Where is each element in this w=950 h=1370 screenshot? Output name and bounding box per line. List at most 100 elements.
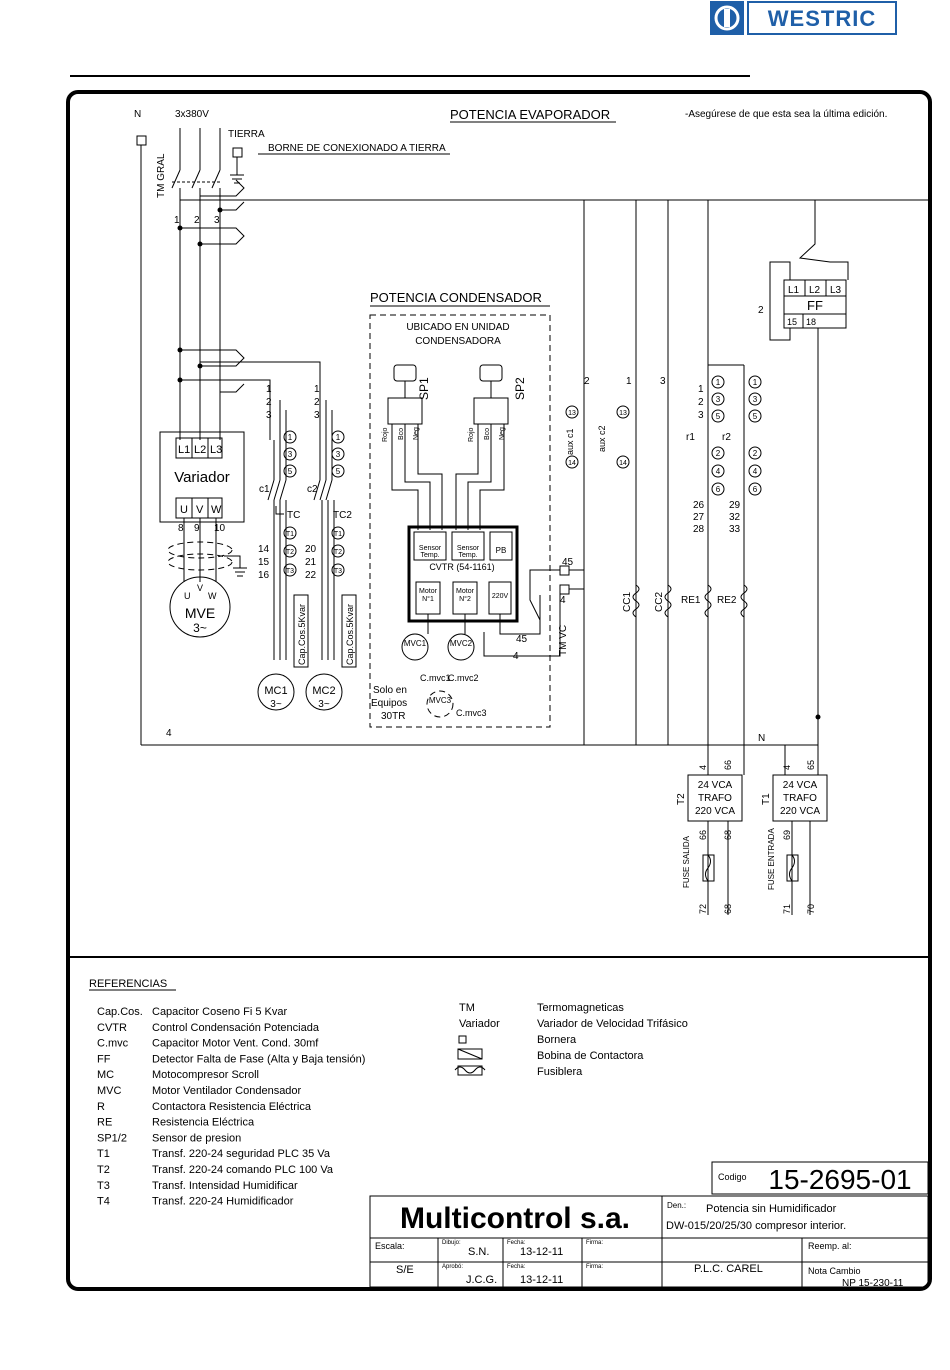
reference-value: Motor Ventilador Condensador — [152, 1085, 302, 1097]
reference-key: Variador — [459, 1018, 500, 1030]
reference-value: Detector Falta de Fase (Alta y Baja tens… — [152, 1053, 365, 1065]
svg-text:Equipos: Equipos — [371, 698, 407, 709]
reference-value: Capacitor Motor Vent. Cond. 30mf — [152, 1038, 319, 1050]
svg-text:Fecha:: Fecha: — [507, 1264, 526, 1270]
svg-text:4: 4 — [753, 467, 758, 476]
cap-2 — [341, 594, 357, 668]
svg-text:L2: L2 — [809, 285, 821, 296]
svg-text:Motor: Motor — [456, 588, 475, 595]
svg-text:TRAFO: TRAFO — [783, 793, 817, 804]
svg-text:CONDENSADORA: CONDENSADORA — [415, 336, 501, 347]
svg-text:1: 1 — [266, 384, 272, 395]
svg-text:TM VC: TM VC — [558, 625, 569, 656]
reference-value: Transf. 220-24 Humidificador — [152, 1196, 294, 1208]
svg-text:Bco: Bco — [398, 428, 405, 440]
svg-text:CC1: CC1 — [622, 592, 633, 612]
svg-text:4: 4 — [782, 765, 792, 770]
svg-text:2: 2 — [266, 397, 272, 408]
svg-text:14: 14 — [568, 460, 576, 467]
svg-text:L1: L1 — [178, 444, 190, 456]
svg-text:4: 4 — [560, 595, 566, 606]
svg-text:Neg: Neg — [499, 427, 506, 440]
svg-text:CC2: CC2 — [654, 592, 665, 612]
svg-text:13-12-11: 13-12-11 — [520, 1274, 563, 1286]
svg-text:1: 1 — [716, 378, 721, 387]
svg-text:N°2: N°2 — [459, 595, 471, 603]
svg-text:2: 2 — [194, 215, 200, 226]
svg-text:3: 3 — [214, 215, 220, 226]
svg-text:MVC1: MVC1 — [404, 639, 427, 648]
svg-text:9: 9 — [194, 523, 200, 534]
svg-text:2: 2 — [314, 397, 320, 408]
cap-1 — [293, 594, 309, 668]
svg-text:L3: L3 — [210, 444, 222, 456]
svg-text:C.mvc2: C.mvc2 — [448, 673, 479, 683]
earth-label: TIERRA — [228, 129, 265, 140]
svg-text:69: 69 — [782, 830, 792, 840]
svg-text:3: 3 — [288, 450, 293, 459]
svg-text:TRAFO: TRAFO — [698, 793, 732, 804]
condenser-title: POTENCIA CONDENSADOR — [370, 290, 542, 305]
svg-text:4: 4 — [716, 467, 721, 476]
reference-value: Bobina de Contactora — [537, 1050, 644, 1062]
reference-key: T2 — [97, 1164, 110, 1176]
svg-text:33: 33 — [729, 524, 741, 535]
breaker-label: TM GRAL — [156, 153, 167, 198]
svg-text:P.L.C. CAREL: P.L.C. CAREL — [694, 1263, 763, 1275]
svg-text:65: 65 — [806, 760, 816, 770]
svg-text:2: 2 — [698, 397, 704, 408]
reference-value: Motocompresor Scroll — [152, 1069, 259, 1081]
reference-value: Variador de Velocidad Trifásico — [537, 1018, 688, 1030]
reference-key: SP1/2 — [97, 1132, 127, 1144]
svg-text:r1: r1 — [686, 432, 695, 443]
svg-text:5: 5 — [753, 412, 758, 421]
svg-text:68: 68 — [723, 904, 733, 914]
svg-text:TC: TC — [287, 510, 300, 521]
svg-text:14: 14 — [258, 544, 270, 555]
svg-text:c2: c2 — [307, 484, 318, 495]
svg-text:45: 45 — [562, 557, 574, 568]
svg-text:3~: 3~ — [193, 621, 207, 635]
svg-text:Dibujo:: Dibujo: — [442, 1240, 461, 1246]
earth-terminal-label: BORNE DE CONEXIONADO A TIERRA — [268, 143, 446, 154]
svg-text:CVTR (54-1161): CVTR (54-1161) — [429, 562, 494, 572]
svg-text:6: 6 — [716, 485, 721, 494]
svg-text:Reemp. al:: Reemp. al: — [808, 1241, 852, 1251]
svg-text:32: 32 — [729, 512, 741, 523]
svg-text:24 VCA: 24 VCA — [698, 780, 733, 791]
svg-text:L2: L2 — [194, 444, 206, 456]
svg-text:Den.:: Den.: — [667, 1201, 686, 1210]
svg-text:Escala:: Escala: — [375, 1241, 405, 1251]
svg-text:220V: 220V — [492, 593, 509, 600]
svg-text:T2: T2 — [286, 549, 294, 556]
mc1-motor — [257, 673, 295, 711]
svg-text:22: 22 — [305, 570, 317, 581]
svg-text:66: 66 — [723, 760, 733, 770]
svg-text:Temp.: Temp. — [420, 552, 439, 559]
reference-key: CVTR — [97, 1022, 127, 1034]
svg-text:3: 3 — [660, 376, 666, 387]
edition-note: -Asegúrese de que esta sea la última edi… — [685, 109, 887, 120]
svg-text:5: 5 — [336, 467, 341, 476]
svg-text:3: 3 — [266, 410, 272, 421]
svg-text:c1: c1 — [259, 484, 270, 495]
mve-motor — [169, 576, 231, 638]
condenser-box — [369, 314, 551, 728]
reference-key: T3 — [97, 1180, 110, 1192]
svg-text:MVC2: MVC2 — [450, 639, 473, 648]
svg-text:Fecha:: Fecha: — [507, 1240, 526, 1246]
reference-value: Control Condensación Potenciada — [152, 1022, 320, 1034]
svg-text:RE2: RE2 — [717, 595, 737, 606]
svg-text:1: 1 — [626, 376, 632, 387]
mc2-motor — [305, 673, 343, 711]
svg-text:MVC3: MVC3 — [429, 696, 452, 705]
trafo-t1 — [772, 774, 828, 822]
svg-text:FUSE ENTRADA: FUSE ENTRADA — [767, 828, 776, 890]
sheet-frame — [66, 90, 932, 1291]
svg-text:Cap.Cos.5Kvar: Cap.Cos.5Kvar — [345, 604, 355, 665]
svg-text:1: 1 — [288, 433, 293, 442]
svg-text:3: 3 — [314, 410, 320, 421]
svg-text:30TR: 30TR — [381, 711, 405, 722]
svg-text:220 VCA: 220 VCA — [780, 806, 820, 817]
